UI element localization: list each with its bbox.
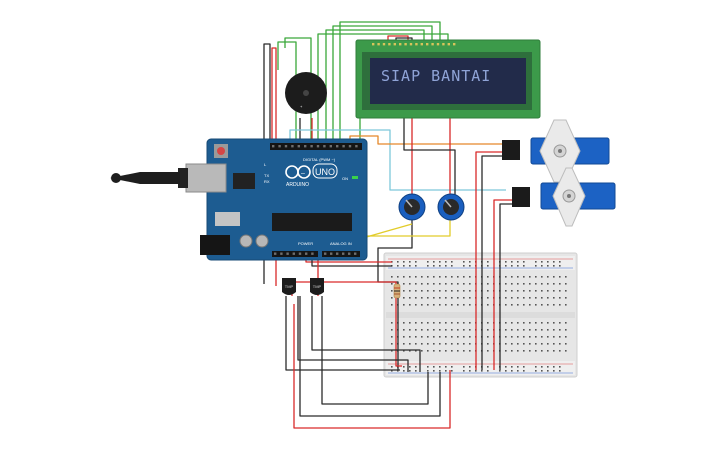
analog-label: ANALOG IN [330, 241, 352, 246]
wire-red [293, 304, 451, 429]
lcd-screen [370, 58, 526, 104]
tx-label: TX [264, 173, 269, 178]
wire-black [499, 203, 512, 370]
wire-green [339, 21, 441, 140]
l-label: L [264, 162, 267, 167]
temperature-sensor[interactable]: TMP [310, 278, 324, 295]
temperature-sensor[interactable]: TMP [282, 278, 296, 295]
svg-text:–: – [301, 170, 305, 177]
svg-text:+: + [300, 104, 303, 109]
wire-red [493, 199, 512, 370]
arduino-uno[interactable]: – ARDUINO UNO DIGITAL (PWM ~) POWER ANAL… [110, 138, 368, 261]
atmega-chip [272, 213, 352, 231]
arduino-logo: – [285, 165, 311, 179]
usb-cable [110, 172, 180, 184]
digital-label: DIGITAL (PWM ~) [303, 157, 336, 162]
power-jack [200, 235, 230, 255]
wire-cyan [289, 129, 506, 191]
breadboard[interactable] [383, 252, 578, 378]
wire-black [297, 296, 409, 372]
rx-label: RX [264, 179, 270, 184]
servo-motor[interactable] [502, 119, 610, 183]
sensor-label: TMP [313, 284, 322, 289]
digital-header [270, 143, 362, 150]
power-label: POWER [298, 241, 313, 246]
arduino-brand: ARDUINO [286, 182, 309, 188]
potentiometer[interactable] [437, 193, 465, 221]
usb-port [185, 163, 227, 193]
wire-red [387, 35, 409, 42]
piezo-buzzer[interactable]: + [285, 72, 327, 114]
wire-black [299, 296, 441, 417]
wire-green [325, 29, 425, 140]
sensor-label: TMP [285, 284, 294, 289]
wire-black [311, 296, 421, 372]
servo-motor[interactable] [512, 167, 616, 227]
wire-yellow [336, 220, 451, 237]
wire-black [403, 118, 456, 196]
wire-black [321, 296, 429, 405]
wire-black [481, 155, 502, 370]
lcd-text: SIAP BANTAI [381, 67, 491, 85]
wire-black [285, 296, 400, 371]
arduino-model: UNO [315, 167, 335, 177]
lcd-display[interactable]: SIAP BANTAI [355, 39, 541, 119]
on-label: ON [342, 176, 348, 181]
potentiometer[interactable] [398, 193, 426, 221]
analog-header [322, 251, 360, 257]
wire-red [475, 151, 502, 370]
wire-orange [349, 135, 502, 145]
